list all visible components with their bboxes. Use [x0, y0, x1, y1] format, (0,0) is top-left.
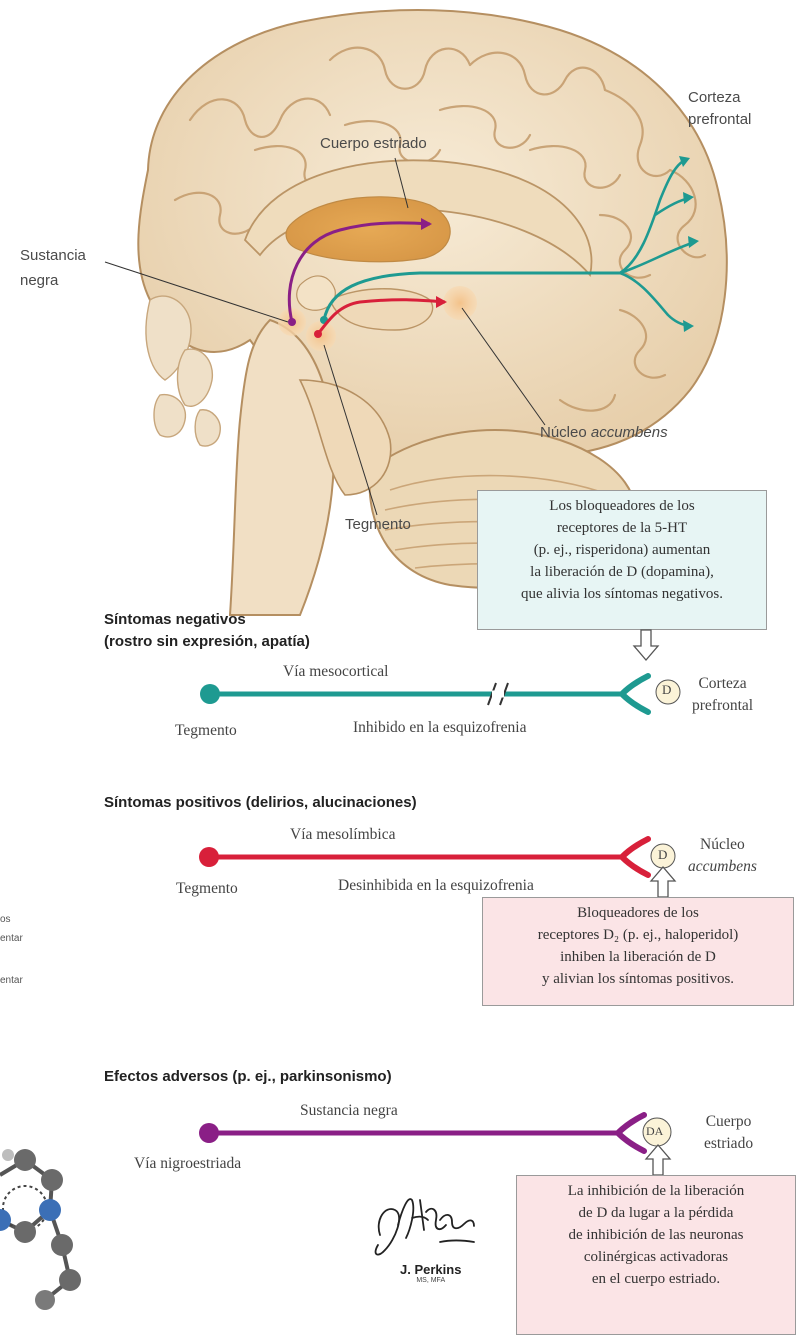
cropped-text-2: entar — [0, 933, 23, 944]
accumbens-nucleus — [443, 286, 477, 320]
cropped-text-3: entar — [0, 975, 23, 986]
adverse-target: Cuerpo estriado — [704, 1111, 753, 1155]
d2-blocker-box: Bloqueadores de los receptores D₂ (p. ej… — [482, 897, 794, 1006]
pink-box2-line: en el cuerpo estriado. — [523, 1268, 789, 1290]
adverse-start-label: Vía nigroestriada — [134, 1155, 241, 1173]
credit-degree: MS, MFA — [400, 1277, 461, 1284]
positive-target-line2: accumbens — [688, 856, 757, 878]
label-accumbens: accumbens — [591, 424, 668, 441]
netter-signature — [376, 1199, 474, 1255]
label-nucleo-accumbens: Núcleo accumbens — [540, 424, 668, 441]
teal-box-line: Los bloqueadores de los — [484, 495, 760, 517]
serotonin-blocker-box: Los bloqueadores de los receptores de la… — [477, 490, 767, 630]
positive-target: Núcleo accumbens — [688, 834, 757, 878]
label-sustancia: Sustancia — [20, 243, 86, 268]
label-sustancia-negra: Sustancia negra — [20, 243, 86, 293]
negative-target-line2: prefrontal — [692, 695, 753, 717]
pink-box1-line: y alivian los síntomas positivos. — [489, 968, 787, 990]
artist-credit: J. Perkins MS, MFA — [400, 1262, 461, 1284]
molecule-model-fragment — [0, 1149, 81, 1310]
negative-title-line2: (rostro sin expresión, apatía) — [104, 631, 310, 653]
teal-box-line: (p. ej., risperidona) aumentan — [484, 539, 760, 561]
pink-box2-line: colinérgicas activadoras — [523, 1246, 789, 1268]
negative-pathway-name: Vía mesocortical — [283, 663, 388, 681]
pink-box2-line: La inhibición de la liberación — [523, 1180, 789, 1202]
negative-terminal-letter: D — [662, 682, 671, 698]
positive-terminal — [622, 839, 648, 875]
positive-terminal-letter: D — [658, 847, 667, 863]
adverse-pathway-name: Sustancia negra — [300, 1102, 398, 1120]
teal-box-line: receptores de la 5-HT — [484, 517, 760, 539]
label-tegmento-brain: Tegmento — [345, 516, 411, 533]
pink-box2-line: de inhibición de las neuronas — [523, 1224, 789, 1246]
teal-box-arrow — [634, 630, 658, 660]
pink-box1-line: receptores D₂ (p. ej., haloperidol) — [489, 924, 787, 946]
label-nucleo: Núcleo — [540, 424, 591, 441]
negative-start-label: Tegmento — [175, 722, 237, 740]
negative-symptoms-header: Síntomas negativos (rostro sin expresión… — [104, 609, 310, 653]
negative-note: Inhibido en la esquizofrenia — [353, 719, 526, 737]
pink-box1-arrow — [651, 867, 675, 897]
credit-name: J. Perkins — [400, 1262, 461, 1277]
positive-pathway-name: Vía mesolímbica — [290, 826, 395, 844]
pink-box2-line: de D da lugar a la pérdida — [523, 1202, 789, 1224]
negative-target-line1: Corteza — [692, 673, 753, 695]
negative-title-line1: Síntomas negativos — [104, 609, 310, 631]
adverse-target-line1: Cuerpo — [704, 1111, 753, 1133]
adverse-terminal — [618, 1115, 644, 1151]
label-prefrontal: prefrontal — [688, 109, 751, 131]
label-cuerpo-estriado: Cuerpo estriado — [320, 135, 427, 152]
adverse-target-line2: estriado — [704, 1133, 753, 1155]
pink-box1-line: Bloqueadores de los — [489, 902, 787, 924]
positive-note: Desinhibida en la esquizofrenia — [338, 877, 534, 895]
label-negra: negra — [20, 268, 86, 293]
adverse-terminal-letters: DA — [646, 1124, 663, 1139]
positive-start-label: Tegmento — [176, 880, 238, 898]
teal-box-line: que alivia los síntomas negativos. — [484, 583, 760, 605]
cropped-text-1: os — [0, 914, 11, 925]
positive-target-line1: Núcleo — [688, 834, 757, 856]
label-corteza-prefrontal: Corteza prefrontal — [688, 87, 751, 131]
negative-terminal — [622, 676, 648, 712]
pink-box1-line: inhiben la liberación de D — [489, 946, 787, 968]
teal-box-line: la liberación de D (dopamina), — [484, 561, 760, 583]
positive-symptoms-header: Síntomas positivos (delirios, alucinacio… — [104, 792, 417, 814]
negative-target: Corteza prefrontal — [692, 673, 753, 717]
nigrostriatal-inhibition-box: La inhibición de la liberación de D da l… — [516, 1175, 796, 1335]
adverse-effects-header: Efectos adversos (p. ej., parkinsonismo) — [104, 1066, 392, 1088]
pink-box2-arrow — [646, 1145, 670, 1175]
label-corteza: Corteza — [688, 87, 751, 109]
